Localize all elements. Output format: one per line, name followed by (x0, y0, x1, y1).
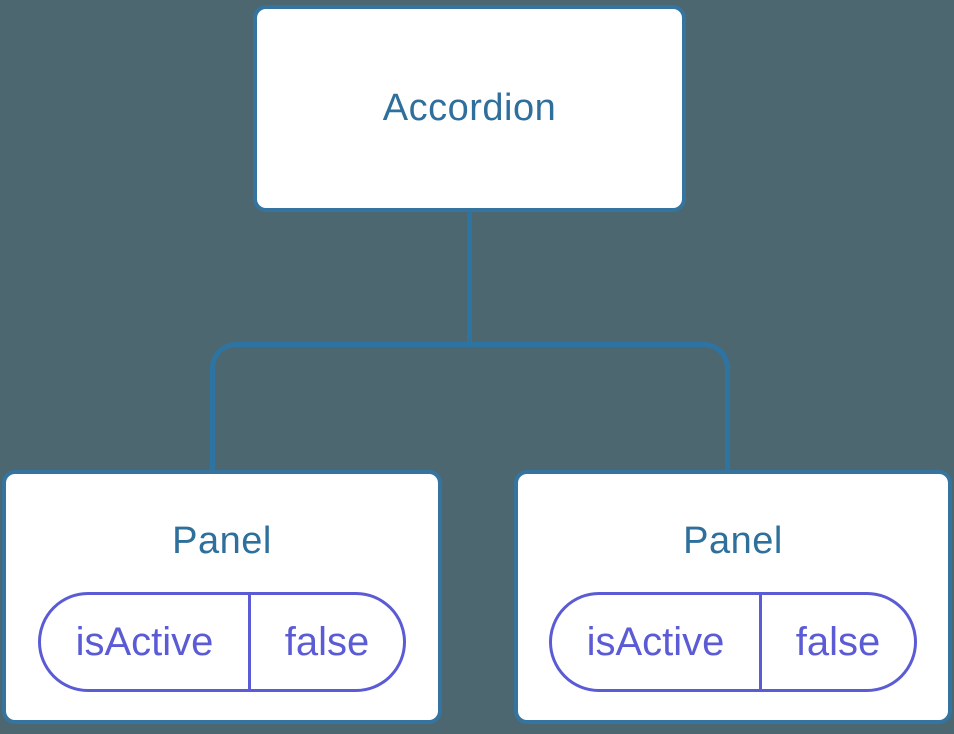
state-key: isActive (41, 595, 251, 689)
tree-node-accordion: Accordion (253, 5, 686, 212)
accordion-node-label: Accordion (382, 87, 557, 129)
state-key: isActive (552, 595, 762, 689)
connector-branch-bracket (210, 342, 730, 470)
tree-node-panel-1: Panel isActive false (2, 470, 442, 724)
state-value: false (795, 619, 881, 664)
panel-node-label: Panel (172, 520, 272, 562)
connector-stem-line (467, 210, 472, 346)
tree-node-panel-2: Panel isActive false (514, 470, 952, 724)
state-pill: isActive false (38, 592, 406, 692)
state-pill: isActive false (549, 592, 917, 692)
panel-node-label: Panel (683, 520, 783, 562)
state-value: false (284, 619, 370, 664)
